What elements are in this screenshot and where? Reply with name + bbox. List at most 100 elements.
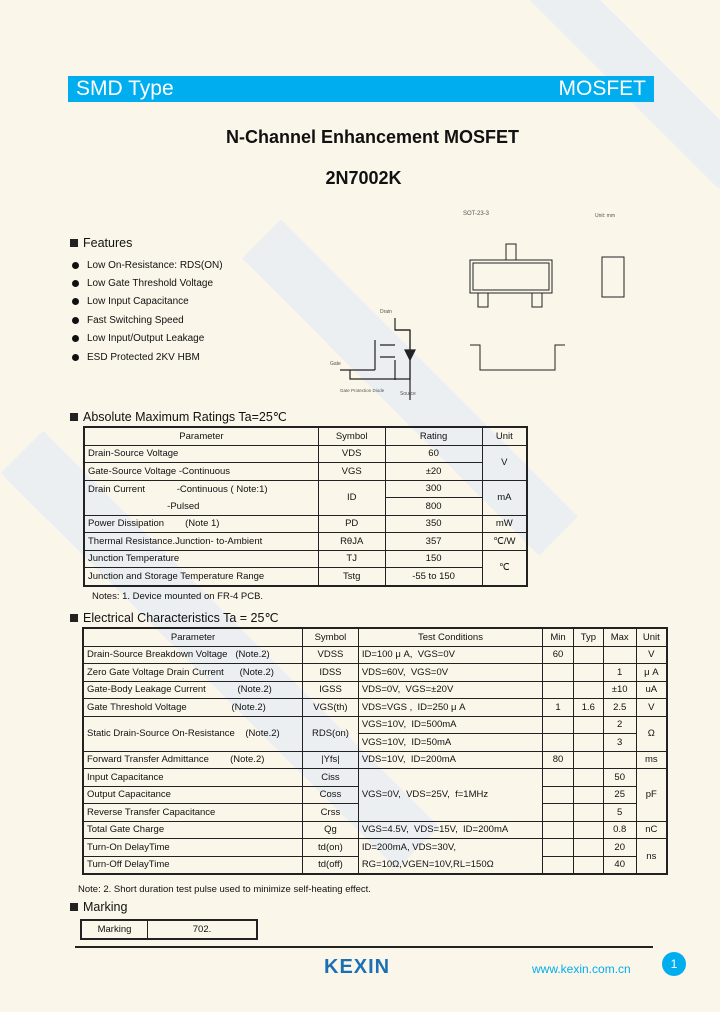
param-cell: -Pulsed (83, 497, 319, 516)
package-label: SOT-23-3 (463, 211, 490, 217)
typ-cell (572, 663, 604, 682)
elec-note: Note: 2. Short duration test pulse used … (78, 884, 371, 895)
p-cell: Gate Threshold Voltage (Note.2) (82, 698, 304, 717)
max-cell (602, 645, 637, 664)
min-cell (542, 803, 574, 822)
features-list: Low On-Resistance: RDS(ON) Low Gate Thre… (72, 256, 223, 366)
typ-cell (572, 715, 604, 734)
feature-item: Low On-Resistance: RDS(ON) (72, 256, 223, 274)
rating-cell: 800 (384, 497, 483, 516)
typ-cell (572, 785, 604, 804)
header-cell: Parameter (82, 627, 304, 647)
website-link[interactable]: www.kexin.com.cn (532, 962, 631, 976)
rating-cell: 350 (384, 514, 483, 533)
table-row: -Pulsed 800 (83, 497, 527, 516)
s-cell: VGS(th) (302, 698, 359, 717)
u-cell: nC (635, 820, 668, 839)
footer-divider (75, 946, 653, 948)
package-outline (469, 243, 625, 371)
header-cell: Test Conditions (357, 627, 544, 647)
header-category: MOSFET (558, 77, 647, 100)
u-cell: ms (635, 750, 668, 769)
min-cell (542, 733, 574, 752)
s-cell: Qg (302, 820, 359, 839)
bullet-icon (72, 353, 79, 361)
rating-cell: 60 (384, 444, 483, 463)
u-cell: pF (635, 768, 668, 822)
table-row: Zero Gate Voltage Drain Current (Note.2)… (82, 663, 668, 682)
p-cell: Turn-Off DelayTime (82, 855, 304, 875)
param-cell: Drain Current -Continuous ( Note:1) (83, 479, 319, 498)
typ-cell (572, 750, 604, 769)
bullet-icon (72, 316, 79, 324)
rating-cell: 150 (384, 549, 483, 568)
t-cell: ID=100 μ A, VGS=0V (357, 645, 544, 664)
gate-label: Gate (330, 361, 341, 367)
feature-item: Low Gate Threshold Voltage (72, 274, 223, 292)
typ-cell (572, 803, 604, 822)
s-cell: Coss (302, 785, 359, 804)
elec-heading: Electrical Characteristics Ta = 25℃ (70, 610, 278, 625)
table-row: Forward Transfer Admittance (Note.2)|Yfs… (82, 750, 668, 769)
header-banner: SMD Type MOSFET (68, 76, 654, 102)
t-cell: VDS=60V, VGS=0V (357, 663, 544, 682)
p-cell: Gate-Body Leakage Current (Note.2) (82, 680, 304, 699)
param-cell: Junction Temperature (83, 549, 319, 568)
t-cell: VGS=0V, VDS=25V, f=1MHz (357, 768, 544, 822)
package-and-circuit-diagram: SOT-23-3 Unit: mm Drain Gate Source Gate… (330, 211, 625, 400)
p-cell: Drain-Source Breakdown Voltage (Note.2) (82, 645, 304, 664)
diode-label: Gate Protection Diode (340, 388, 385, 393)
elec-heading-text: Electrical Characteristics Ta = 25℃ (83, 611, 279, 625)
u-cell: ns (635, 838, 668, 875)
typ-cell: 1.6 (572, 698, 604, 717)
bullet-icon (72, 298, 79, 306)
part-number: 2N7002K (325, 168, 402, 188)
rating-cell: ±20 (384, 462, 483, 481)
square-bullet-icon (70, 614, 78, 622)
unit-cell: ℃ (481, 549, 528, 586)
header-cell: Symbol (317, 426, 386, 446)
max-cell: ±10 (602, 680, 637, 699)
symbol-cell: PD (317, 514, 386, 533)
unit-cell: ℃/W (481, 532, 528, 551)
header-cell: Unit (635, 627, 668, 647)
param-cell: Thermal Resistance.Junction- to-Ambient (83, 532, 319, 551)
min-cell: 80 (542, 750, 574, 769)
marking-value: 702. (192, 924, 212, 935)
min-cell (542, 768, 574, 787)
param-cell: Power Dissipation (Note 1) (83, 514, 319, 533)
u-cell: Ω (635, 715, 668, 752)
typ-cell (572, 733, 604, 752)
min-cell: 60 (542, 645, 574, 664)
typ-cell (572, 768, 604, 787)
typ-cell (572, 820, 604, 839)
s-cell: IDSS (302, 663, 359, 682)
u-cell: V (635, 645, 668, 664)
feature-item: Low Input Capacitance (72, 293, 223, 311)
max-cell: 40 (602, 855, 637, 875)
features-heading-text: Features (83, 236, 133, 250)
feature-item: Fast Switching Speed (72, 311, 223, 329)
t-cell: VDS=VGS , ID=250 μ A (357, 698, 544, 717)
header-type: SMD Type (76, 77, 174, 100)
max-cell: 3 (602, 733, 637, 752)
doc-title: N-Channel Enhancement MOSFET (225, 127, 520, 147)
min-cell (542, 785, 574, 804)
p-cell: Reverse Transfer Capacitance (82, 803, 304, 822)
marking-heading: Marking (70, 900, 127, 914)
s-cell: td(on) (302, 838, 359, 857)
min-cell: 1 (542, 698, 574, 717)
absolute-ratings-table: Parameter Symbol Rating Unit Drain-Sourc… (83, 426, 528, 587)
typ-cell (572, 855, 604, 875)
header-cell: Symbol (302, 627, 359, 647)
s-cell: Crss (302, 803, 359, 822)
